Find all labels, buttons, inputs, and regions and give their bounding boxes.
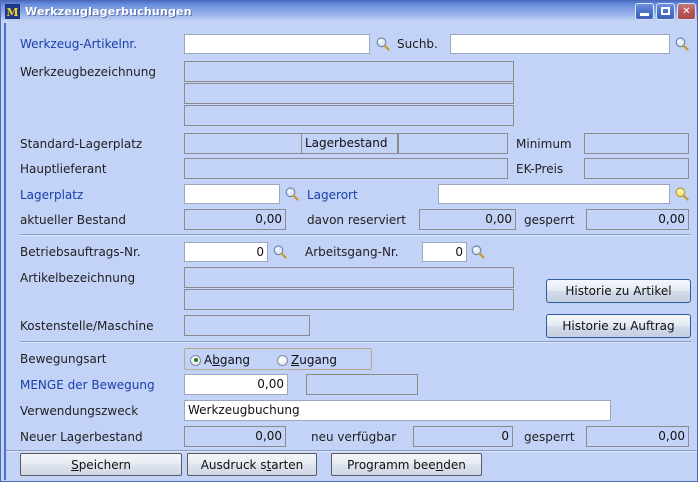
- standard-lagerplatz-value: [184, 133, 302, 154]
- programm-beenden-button[interactable]: Programm beenden: [331, 453, 482, 476]
- hauptlieferant-value: [184, 158, 508, 179]
- label-neu-verfuegbar: neu verfügbar: [311, 430, 397, 444]
- radio-abgang-dot: [190, 354, 201, 366]
- magnifier-icon[interactable]: [674, 36, 690, 52]
- maximize-button[interactable]: [656, 3, 675, 20]
- verwendungszweck-input[interactable]: Werkzeugbuchung: [184, 400, 611, 421]
- davon-reserviert-value: 0,00: [419, 209, 516, 230]
- radio-zugang[interactable]: Zugang: [277, 353, 337, 367]
- werkzeug-artikelnr-input[interactable]: [184, 34, 370, 54]
- kostenstelle-maschine-value: [184, 315, 310, 336]
- label-standard-lagerplatz: Standard-Lagerplatz: [20, 137, 143, 151]
- lagerbestand-value: [398, 133, 508, 154]
- werkzeugbezeichnung-line1: [184, 61, 514, 82]
- label-lagerbestand: Lagerbestand: [302, 133, 398, 154]
- beenden-accel: n: [435, 458, 444, 472]
- werkzeugbezeichnung-line2: [184, 83, 514, 104]
- section-separator: [20, 234, 691, 236]
- beenden-label-post: den: [443, 458, 466, 472]
- ausdruck-label-pre: Ausdruck s: [200, 458, 267, 472]
- magnifier-icon[interactable]: [674, 186, 690, 202]
- label-minimum: Minimum: [516, 137, 572, 151]
- menge-einheit-value: [306, 374, 418, 395]
- label-bewegungsart: Bewegungsart: [20, 352, 107, 366]
- bewegungsart-radio-group: Abgang Zugang: [184, 348, 372, 370]
- menge-der-bewegung-input[interactable]: 0,00: [184, 374, 288, 395]
- footer-separator: [6, 450, 697, 452]
- betriebsauftrags-nr-input[interactable]: 0: [184, 242, 268, 262]
- magnifier-icon[interactable]: [284, 186, 300, 202]
- label-betriebsauftrags-nr: Betriebsauftrags-Nr.: [20, 245, 141, 259]
- minimize-icon: [640, 13, 649, 16]
- label-werkzeugbezeichnung: Werkzeugbezeichnung: [20, 65, 156, 79]
- magnifier-icon[interactable]: [470, 244, 486, 260]
- artikelbezeichnung-line2: [184, 289, 514, 310]
- maximize-icon: [661, 7, 670, 15]
- magnifier-icon[interactable]: [375, 36, 391, 52]
- arbeitsgang-nr-input[interactable]: 0: [422, 242, 467, 262]
- radio-abgang-label: Abgang: [204, 353, 251, 367]
- window-title: Werkzeuglagerbuchungen: [25, 5, 192, 18]
- speichern-label-post: peichern: [78, 458, 131, 472]
- label-suchbegriff: Suchb.: [397, 37, 438, 51]
- label-verwendungszweck: Verwendungszweck: [20, 404, 139, 418]
- close-icon: ✕: [682, 6, 691, 17]
- titlebar: M Werkzeuglagerbuchungen ✕: [1, 1, 697, 22]
- ek-preis-value: [584, 158, 689, 179]
- magnifier-icon[interactable]: [272, 244, 288, 260]
- app-icon: M: [5, 4, 20, 19]
- label-neuer-lagerbestand: Neuer Lagerbestand: [20, 430, 143, 444]
- neu-verfuegbar-value: 0: [413, 426, 513, 447]
- minimize-button[interactable]: [635, 3, 654, 20]
- ausdruck-label-post: arten: [271, 458, 304, 472]
- label-kostenstelle-maschine: Kostenstelle/Maschine: [20, 319, 154, 333]
- minimum-value: [584, 133, 689, 154]
- historie-zu-artikel-button[interactable]: Historie zu Artikel: [546, 279, 691, 303]
- gesperrt-bestand-value: 0,00: [586, 209, 689, 230]
- caption-buttons: ✕: [635, 3, 696, 20]
- label-ek-preis: EK-Preis: [516, 162, 564, 176]
- radio-zugang-label: Zugang: [291, 353, 338, 367]
- aktueller-bestand-value: 0,00: [184, 209, 286, 230]
- label-arbeitsgang-nr: Arbeitsgang-Nr.: [305, 245, 399, 259]
- label-gesperrt-bestand: gesperrt: [524, 213, 575, 227]
- lagerplatz-input[interactable]: [184, 184, 280, 204]
- suchbegriff-input[interactable]: [450, 34, 670, 54]
- label-menge-der-bewegung: MENGE der Bewegung: [20, 378, 155, 392]
- beenden-label-pre: Programm bee: [347, 458, 436, 472]
- ausdruck-starten-button[interactable]: Ausdruck starten: [187, 453, 317, 476]
- label-lagerort: Lagerort: [307, 188, 358, 202]
- label-werkzeug-artikelnr: Werkzeug-Artikelnr.: [20, 37, 138, 51]
- werkzeugbezeichnung-line3: [184, 105, 514, 126]
- radio-abgang[interactable]: Abgang: [190, 353, 250, 367]
- label-davon-reserviert: davon reserviert: [307, 213, 406, 227]
- label-artikelbezeichnung: Artikelbezeichnung: [20, 271, 136, 285]
- ausdruck-accel: t: [266, 458, 272, 472]
- speichern-accel: S: [71, 458, 79, 472]
- neuer-lagerbestand-value: 0,00: [184, 426, 286, 447]
- label-aktueller-bestand: aktueller Bestand: [20, 213, 126, 227]
- artikelbezeichnung-line1: [184, 267, 514, 288]
- radio-zugang-dot: [277, 354, 288, 366]
- section-separator: [20, 341, 691, 343]
- gesperrt-neu-value: 0,00: [586, 426, 689, 447]
- lagerort-input[interactable]: [438, 184, 670, 204]
- speichern-button[interactable]: Speichern: [20, 453, 182, 476]
- historie-zu-auftrag-button[interactable]: Historie zu Auftrag: [546, 314, 691, 338]
- label-hauptlieferant: Hauptlieferant: [20, 162, 107, 176]
- close-button[interactable]: ✕: [677, 3, 696, 20]
- label-lagerplatz: Lagerplatz: [20, 188, 84, 202]
- form-client-area: Werkzeug-Artikelnr. Suchb. Werkzeugbezei…: [4, 23, 697, 480]
- label-gesperrt-neu: gesperrt: [524, 430, 575, 444]
